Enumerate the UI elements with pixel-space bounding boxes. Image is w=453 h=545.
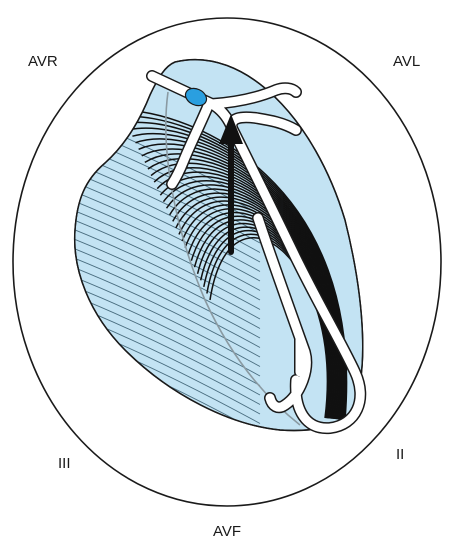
lead-label-avl: AVL xyxy=(393,53,420,70)
hatch-line-light xyxy=(60,424,260,519)
lead-label-ii: II xyxy=(396,446,404,463)
lead-label-iii: III xyxy=(58,455,71,472)
lead-label-avr: AVR xyxy=(28,53,58,70)
lead-label-avf: AVF xyxy=(213,523,241,540)
hatch-line-light xyxy=(60,414,260,509)
